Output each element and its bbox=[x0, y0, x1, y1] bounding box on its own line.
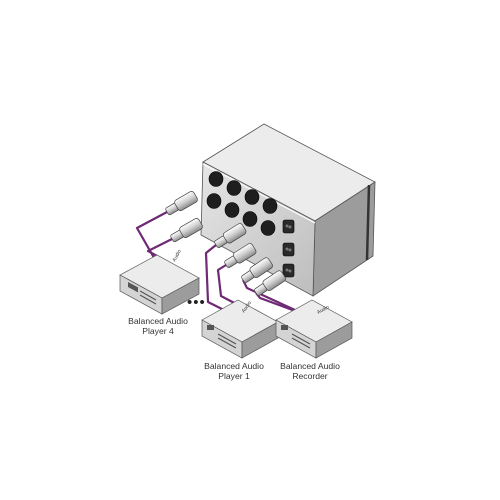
xlr-plugs bbox=[165, 191, 286, 296]
cable-recorder-left bbox=[242, 279, 296, 311]
caption-player1-line1: Balanced Audio bbox=[204, 361, 264, 371]
device-player4 bbox=[119, 254, 200, 315]
caption-player4-line1: Balanced Audio bbox=[128, 316, 188, 326]
device-player1 bbox=[201, 299, 279, 359]
plug-player1-a bbox=[214, 223, 247, 248]
plug-player4-b bbox=[170, 218, 203, 243]
cable-player4-left bbox=[135, 211, 168, 264]
cable-player1-right bbox=[216, 264, 243, 308]
caption-recorder-line1: Balanced Audio bbox=[280, 361, 340, 371]
matrix-switcher-unit bbox=[200, 123, 376, 297]
more-players-ellipsis: ••• bbox=[187, 294, 206, 311]
xlr-connector-row-top bbox=[208, 171, 278, 214]
cable-player1-left bbox=[204, 244, 229, 313]
plug-player4-a bbox=[165, 191, 198, 216]
plug-recorder-a bbox=[241, 257, 273, 283]
cable-label-player4: Audio bbox=[171, 249, 182, 263]
caption-recorder-line2: Recorder bbox=[292, 371, 328, 381]
unit-rear-panel bbox=[200, 161, 316, 297]
caption-player4-line2: Player 4 bbox=[142, 326, 174, 336]
plug-recorder-b bbox=[254, 270, 286, 296]
xlr-connector-row-middle bbox=[206, 193, 276, 236]
caption-player1-line2: Player 1 bbox=[218, 371, 250, 381]
device-recorder bbox=[275, 299, 353, 359]
xlr-output-connectors bbox=[282, 219, 295, 278]
caption-player4: Balanced Audio Player 4 bbox=[116, 316, 200, 336]
plug-player1-b bbox=[224, 243, 257, 268]
cable-label-recorder: Audio bbox=[316, 304, 330, 315]
caption-recorder: Balanced Audio Recorder bbox=[268, 361, 352, 381]
caption-player1: Balanced Audio Player 1 bbox=[192, 361, 276, 381]
